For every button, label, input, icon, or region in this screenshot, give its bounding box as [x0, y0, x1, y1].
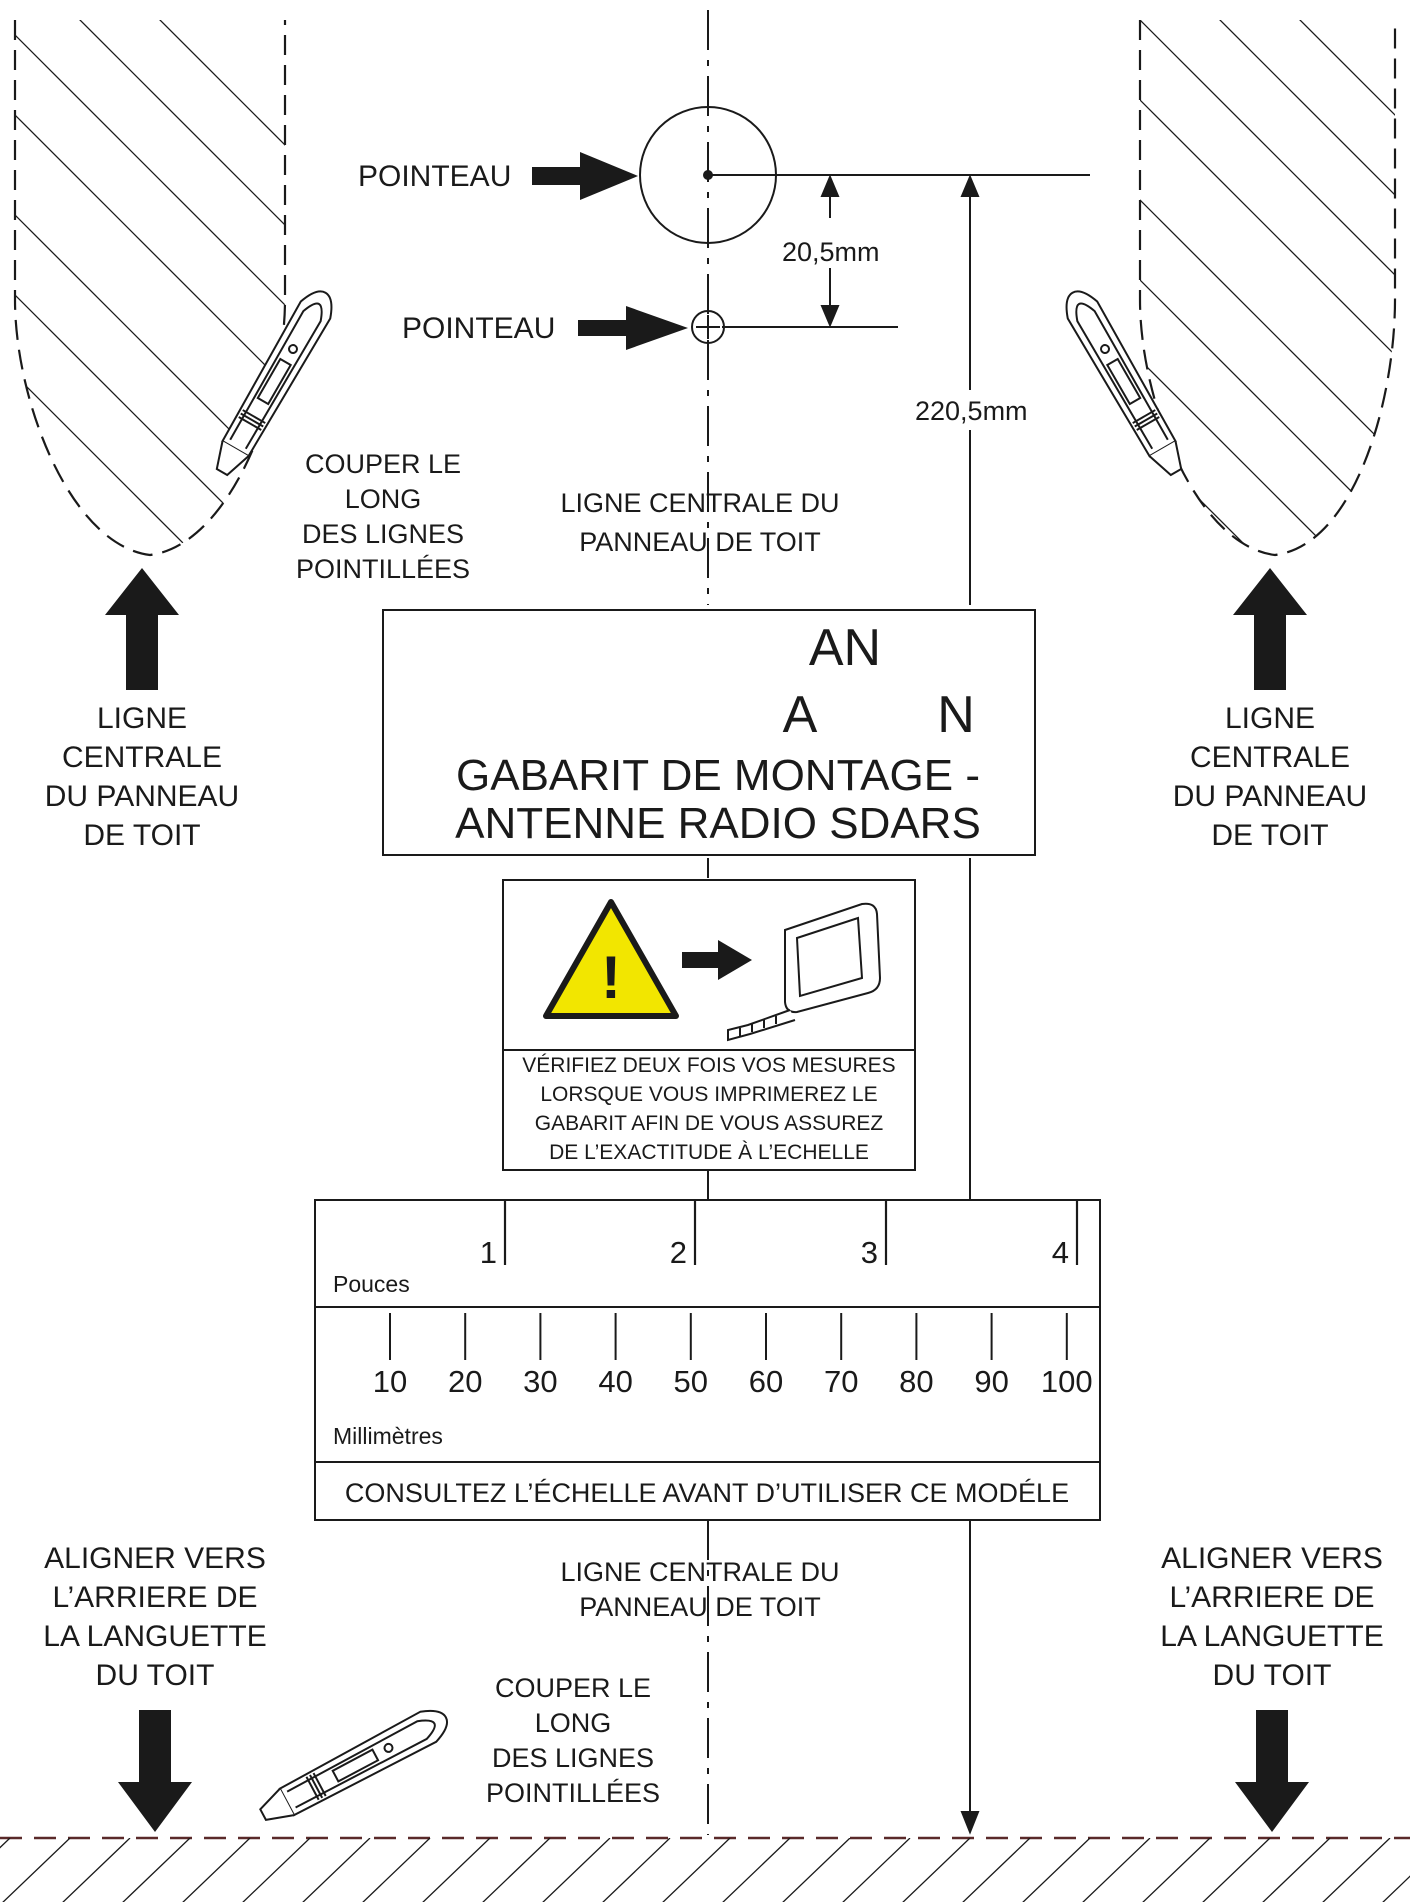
svg-text:ALIGNER VERS: ALIGNER VERS: [1161, 1542, 1383, 1575]
warning-box: ! VÉRIFIEZ DEUX FOIS VOS MESURES LORSQUE…: [502, 879, 916, 1171]
inch-tick-label: 4: [1052, 1235, 1069, 1270]
svg-text:DE TOIT: DE TOIT: [1211, 819, 1328, 852]
scale-footer-note: CONSULTEZ L’ÉCHELLE AVANT D’UTILISER CE …: [345, 1478, 1069, 1508]
bottom-roof-edge: [0, 1836, 1410, 1902]
utility-knife-icon: [215, 290, 333, 477]
mm-tick-label: 40: [598, 1364, 632, 1399]
pointeau-label-bottom: POINTEAU: [402, 312, 555, 345]
svg-text:LONG: LONG: [345, 484, 422, 514]
title-line-1: GABARIT DE MONTAGE -: [456, 751, 980, 800]
svg-text:LA LANGUETTE: LA LANGUETTE: [43, 1620, 266, 1653]
svg-text:PANNEAU DE TOIT: PANNEAU DE TOIT: [579, 1592, 821, 1622]
arrow-right-icon: [532, 152, 638, 200]
svg-text:LIGNE CENTRALE DU: LIGNE CENTRALE DU: [560, 488, 839, 518]
title-box: AN A N GABARIT DE MONTAGE - ANTENNE RADI…: [382, 609, 1036, 856]
dimension-label-small: 20,5mm: [782, 237, 880, 267]
svg-text:COUPER LE: COUPER LE: [495, 1673, 651, 1703]
warning-line-3: GABARIT AFIN DE VOUS ASSUREZ: [535, 1112, 884, 1135]
mm-tick-label: 60: [749, 1364, 783, 1399]
svg-text:CENTRALE: CENTRALE: [1190, 741, 1350, 774]
tape-measure-icon: [727, 902, 882, 1042]
svg-text:LONG: LONG: [535, 1708, 612, 1738]
dimension-label-large: 220,5mm: [915, 396, 1028, 426]
mm-tick-label: 50: [674, 1364, 708, 1399]
warning-triangle-icon: !: [543, 899, 679, 1019]
mm-scale: 10 20 30 40 50 60 70 80 90 100: [373, 1313, 1093, 1399]
cut-label-top: COUPER LE LONG DES LIGNES POINTILLÉES: [296, 449, 470, 584]
inch-tick-label: 2: [670, 1235, 687, 1270]
svg-text:LIGNE: LIGNE: [97, 702, 187, 735]
svg-text:PANNEAU DE TOIT: PANNEAU DE TOIT: [579, 527, 821, 557]
svg-text:POINTILLÉES: POINTILLÉES: [486, 1778, 660, 1808]
inch-scale-label: Pouces: [333, 1271, 410, 1297]
title-line-2: ANTENNE RADIO SDARS: [455, 799, 981, 848]
inch-tick-label: 3: [861, 1235, 878, 1270]
side-label-right: LIGNE CENTRALE DU PANNEAU DE TOIT: [1173, 702, 1367, 852]
svg-text:LIGNE CENTRALE DU: LIGNE CENTRALE DU: [560, 1557, 839, 1587]
right-roof-region: [1138, 20, 1397, 557]
mm-scale-label: Millimètres: [333, 1423, 443, 1449]
title-fragment-n: N: [937, 686, 975, 744]
arrow-right-icon: [682, 940, 752, 980]
svg-text:L’ARRIERE DE: L’ARRIERE DE: [1169, 1581, 1374, 1614]
warning-line-2: LORSQUE VOUS IMPRIMEREZ LE: [540, 1083, 877, 1106]
svg-text:!: !: [601, 944, 621, 1011]
svg-text:COUPER LE: COUPER LE: [305, 449, 461, 479]
svg-text:DU TOIT: DU TOIT: [1213, 1659, 1332, 1692]
svg-text:CENTRALE: CENTRALE: [62, 741, 222, 774]
arrow-down-icon: [1235, 1710, 1309, 1832]
align-label-left: ALIGNER VERS L’ARRIERE DE LA LANGUETTE D…: [43, 1542, 266, 1692]
svg-text:LA LANGUETTE: LA LANGUETTE: [1160, 1620, 1383, 1653]
cut-label-bottom: COUPER LE LONG DES LIGNES POINTILLÉES: [486, 1673, 660, 1808]
svg-text:POINTILLÉES: POINTILLÉES: [296, 554, 470, 584]
mm-tick-label: 90: [974, 1364, 1008, 1399]
mm-tick-label: 10: [373, 1364, 407, 1399]
mm-tick-label: 100: [1041, 1364, 1093, 1399]
mm-tick-label: 70: [824, 1364, 858, 1399]
arrow-up-icon: [105, 568, 179, 690]
center-line-label-top: LIGNE CENTRALE DU PANNEAU DE TOIT: [560, 488, 839, 557]
svg-text:DU PANNEAU: DU PANNEAU: [1173, 780, 1367, 813]
mm-tick-label: 30: [523, 1364, 557, 1399]
utility-knife-icon: [1065, 290, 1183, 477]
inch-scale: 1 2 3 4: [480, 1200, 1079, 1270]
mm-tick-label: 20: [448, 1364, 482, 1399]
pointeau-small-circle: [691, 310, 725, 344]
utility-knife-icon: [259, 1709, 449, 1821]
svg-text:DU TOIT: DU TOIT: [96, 1659, 215, 1692]
svg-text:LIGNE: LIGNE: [1225, 702, 1315, 735]
center-line-label-bottom: LIGNE CENTRALE DU PANNEAU DE TOIT: [560, 1557, 839, 1622]
mm-tick-label: 80: [899, 1364, 933, 1399]
scale-ruler: 1 2 3 4 Pouces 10 20 30 40 50 60 70 80 90 100 Millim…: [314, 1199, 1101, 1521]
arrow-right-icon: [578, 306, 688, 350]
svg-text:DES LIGNES: DES LIGNES: [302, 519, 464, 549]
warning-line-1: VÉRIFIEZ DEUX FOIS VOS MESURES: [522, 1054, 895, 1077]
svg-text:DES LIGNES: DES LIGNES: [492, 1743, 654, 1773]
pointeau-label-top: POINTEAU: [358, 160, 511, 193]
dimension-20-5mm: [820, 174, 840, 328]
svg-text:DU PANNEAU: DU PANNEAU: [45, 780, 239, 813]
side-label-left: LIGNE CENTRALE DU PANNEAU DE TOIT: [45, 702, 239, 852]
svg-text:L’ARRIERE DE: L’ARRIERE DE: [52, 1581, 257, 1614]
svg-text:ALIGNER VERS: ALIGNER VERS: [44, 1542, 266, 1575]
title-fragment-a: A: [783, 686, 818, 744]
dimension-220-5mm: [960, 174, 980, 1835]
svg-text:DE TOIT: DE TOIT: [83, 819, 200, 852]
arrow-up-icon: [1233, 568, 1307, 690]
inch-tick-label: 1: [480, 1235, 497, 1270]
arrow-down-icon: [118, 1710, 192, 1832]
title-fragment-an: AN: [809, 619, 881, 677]
warning-line-4: DE L’EXACTITUDE À L’ECHELLE: [549, 1141, 869, 1164]
align-label-right: ALIGNER VERS L’ARRIERE DE LA LANGUETTE D…: [1160, 1542, 1383, 1692]
